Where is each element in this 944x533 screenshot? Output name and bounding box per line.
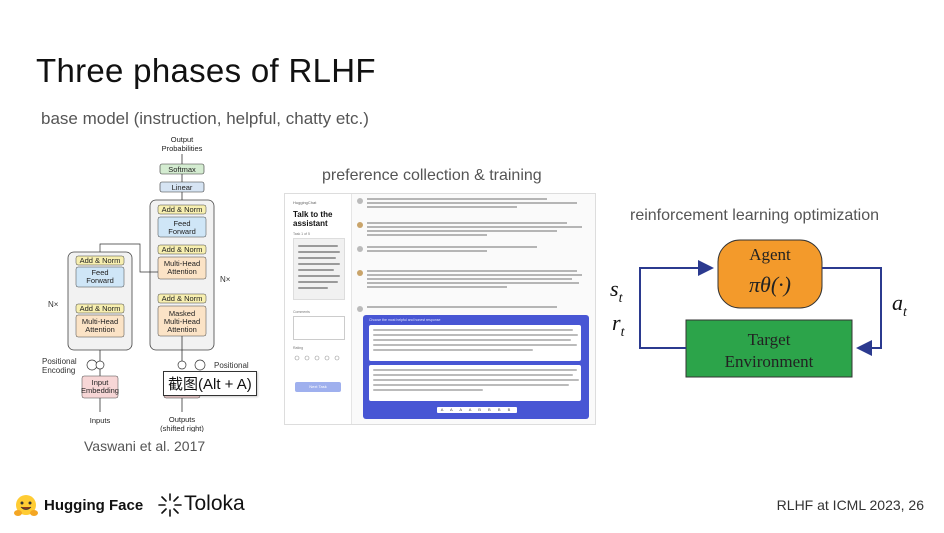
- agent-policy: πθ(·): [749, 272, 791, 297]
- svg-text:Add & Norm: Add & Norm: [162, 245, 203, 254]
- state-reward-arrow: [639, 260, 714, 349]
- footer-reference: RLHF at ICML 2023, 26: [776, 497, 924, 513]
- preference-scale[interactable]: A A A A B B B B: [437, 407, 517, 413]
- decoder-nx-label: N×: [220, 275, 231, 284]
- base-model-subtitle: base model (instruction, helpful, chatty…: [41, 109, 369, 128]
- svg-text:Add & Norm: Add & Norm: [162, 294, 203, 303]
- task-description: [293, 238, 345, 300]
- action-arrow: [822, 267, 882, 356]
- rating-label: Rating: [293, 346, 304, 350]
- panel-title: Choose the most helpful and honest respo…: [369, 318, 441, 322]
- softmax-label: Softmax: [168, 165, 196, 174]
- preference-ui-screenshot: HuggingChat Talk to the assistant Task 1…: [284, 193, 596, 425]
- brand-label: HuggingChat: [293, 200, 317, 205]
- list-item: [357, 244, 589, 266]
- response-a-card[interactable]: [369, 325, 581, 361]
- response-b-card[interactable]: [369, 365, 581, 401]
- task-heading: Talk to the assistant: [293, 210, 333, 228]
- comments-label: Comments: [293, 310, 310, 314]
- svg-text:Add & Norm: Add & Norm: [80, 304, 121, 313]
- agent-label: Agent: [749, 245, 791, 264]
- linear-label: Linear: [172, 183, 193, 192]
- environment-box: [685, 319, 853, 378]
- outputs-label: Outputs(shifted right): [160, 415, 204, 432]
- action-symbol: at: [892, 290, 908, 320]
- list-item: [357, 220, 589, 242]
- positional-encoding-right: Positional: [214, 361, 249, 370]
- env-label-1: Target: [748, 330, 791, 349]
- list-item: [357, 304, 589, 326]
- hugging-face-name: Hugging Face: [44, 497, 144, 514]
- task-sidebar: HuggingChat Talk to the assistant Task 1…: [285, 194, 352, 424]
- citation: Vaswani et al. 2017: [84, 438, 206, 454]
- encoder-multi-head-attention: [75, 314, 125, 338]
- agent-box: [717, 239, 823, 309]
- encoder-feed-forward: [75, 266, 125, 288]
- encoder-nx-label: N×: [48, 300, 59, 309]
- rl-loop-diagram: Agent πθ(·) Target Environment st rt at: [610, 239, 908, 378]
- chat-transcript: [357, 196, 589, 328]
- comments-field[interactable]: [293, 316, 345, 340]
- screenshot-tooltip: 截图(Alt + A): [163, 371, 257, 396]
- env-label-2: Environment: [725, 352, 814, 371]
- list-item: [357, 196, 589, 218]
- reward-symbol: rt: [612, 310, 626, 340]
- decoder-feed-forward: [157, 216, 207, 238]
- comparison-panel: Choose the most helpful and honest respo…: [363, 315, 589, 419]
- next-task-button[interactable]: Next Task: [295, 382, 341, 392]
- svg-text:Add & Norm: Add & Norm: [162, 205, 203, 214]
- slide-title: Three phases of RLHF: [36, 52, 376, 89]
- rating-radios[interactable]: [293, 354, 345, 362]
- preference-subtitle: preference collection & training: [322, 167, 542, 184]
- decoder-multi-head-attention: [157, 256, 207, 280]
- svg-text:Add & Norm: Add & Norm: [80, 256, 121, 265]
- hugging-face-logo-icon: [14, 495, 38, 516]
- list-item: [357, 268, 589, 302]
- state-symbol: st: [610, 276, 624, 306]
- rl-subtitle: reinforcement learning optimization: [630, 207, 880, 224]
- inputs-label: Inputs: [90, 416, 111, 425]
- task-label: Task 1 of 5: [293, 232, 310, 236]
- toloka-logo-icon: [158, 493, 182, 517]
- toloka-name: Toloka: [184, 492, 245, 515]
